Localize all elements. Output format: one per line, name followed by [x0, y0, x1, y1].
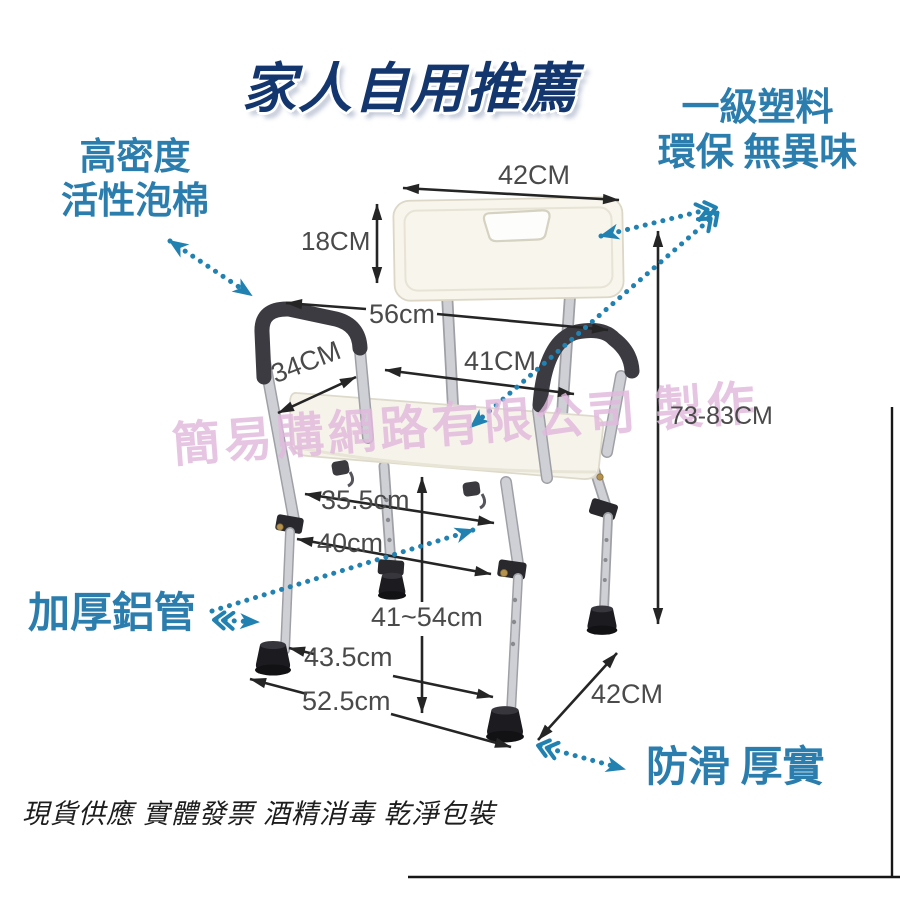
dim-arrow-base-depth: [537, 652, 618, 741]
dim-base-depth-label: 42CM: [591, 679, 664, 709]
callout-arrow-aluminum-long: [209, 527, 476, 614]
dim-arrow-back-width: [402, 183, 620, 205]
dim-back-height-label: 18CM: [301, 226, 371, 256]
callout-arrow-foam: [167, 238, 254, 298]
callout-plastic-line1: 一級塑料: [681, 87, 834, 129]
dim-arrow-armrest-span-left: [285, 299, 367, 311]
rear-right-leg: [581, 440, 618, 635]
dim-seat-width-label: 41CM: [464, 346, 537, 376]
footer-note: 現貨供應 實體發票 酒精消毒 乾淨包裝: [22, 799, 496, 829]
callout-plastic: 一級塑料 環保 無異味: [625, 86, 890, 176]
dim-leg-span-inner-label: 43.5cm: [304, 642, 393, 672]
callout-arrow-antislip: [536, 738, 627, 772]
callout-arrow-aluminum-short: [212, 610, 261, 631]
dim-arrow-leg-span-outer-right: [390, 712, 512, 749]
backrest-handle-cutout: [482, 209, 551, 243]
dim-seat-depth-front-label: 35.5cm: [321, 485, 410, 515]
callout-foam-line2: 活性泡棉: [61, 180, 209, 222]
callout-arrow-plastic-seat: [468, 210, 720, 430]
callout-plastic-line2: 環保 無異味: [657, 131, 858, 174]
border-lines: [408, 407, 900, 879]
page-title: 家人自用推薦: [242, 59, 578, 119]
dim-arrow-leg-span-inner-left: [288, 646, 315, 657]
dim-arrow-seat-depth-front: [304, 491, 495, 526]
dim-arrow-armrest-span-right: [436, 312, 609, 334]
callout-antislip: 防滑 厚實: [646, 745, 825, 791]
dim-seat-height-label: 41~54cm: [371, 602, 483, 632]
dim-overall-height-label: 73-83CM: [670, 402, 773, 430]
callout-foam-line1: 高密度: [79, 137, 191, 178]
chair-backrest: [392, 196, 625, 302]
dim-seat-depth-rear-label: 40cm: [317, 528, 384, 558]
callout-aluminum: 加厚鋁管: [28, 591, 197, 637]
callout-arrows: [167, 200, 720, 772]
callout-foam: 高密度 活性泡棉: [35, 136, 235, 223]
dim-back-width-label: 42CM: [498, 160, 571, 190]
dim-arrow-leg-span-outer-left: [249, 677, 308, 696]
dim-leg-span-outer-label: 52.5cm: [302, 686, 391, 716]
dim-arrow-leg-span-inner-right: [392, 674, 494, 699]
dim-arrow-armrest-depth: [277, 375, 357, 415]
dim-armrest-span-label: 56cm: [369, 299, 436, 329]
